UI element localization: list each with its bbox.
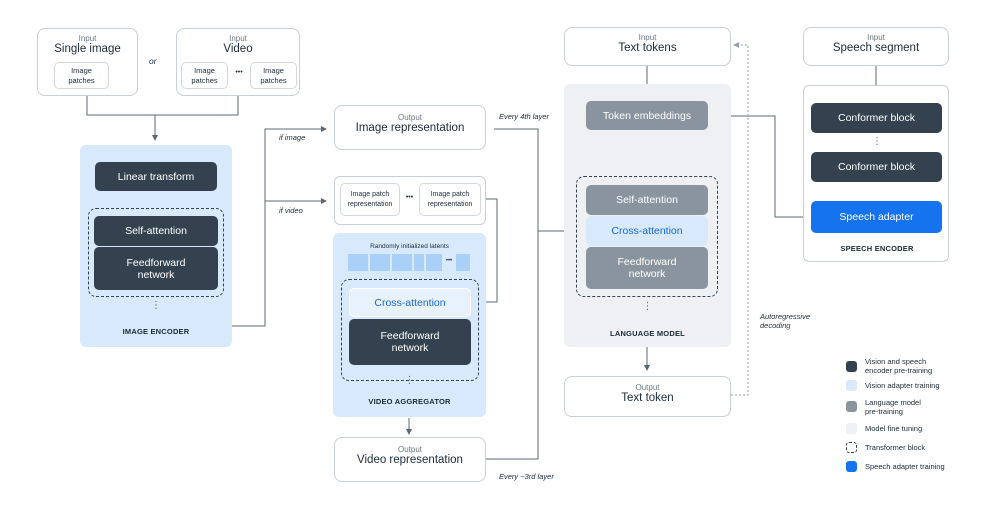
speech-encoder-caption: SPEECH ENCODER (840, 244, 914, 253)
video-aggregator-panel: Randomly initialized latents ••• Cross-a… (333, 233, 486, 417)
legend-label: Vision adapter training (865, 381, 940, 390)
more-conformer-dots: ⋮ (872, 136, 882, 147)
transformer-block (341, 279, 479, 381)
output-title: Text token (621, 392, 674, 404)
conformer-block-2: Conformer block (811, 152, 942, 182)
legend-swatch (846, 442, 857, 453)
token-embeddings-block: Token embeddings (586, 101, 708, 130)
latent-cell (426, 254, 442, 271)
if-image-label: if image (279, 133, 306, 142)
speech-adapter-block: Speech adapter (811, 201, 942, 233)
latent-cell (348, 254, 368, 271)
image-patch-representation-box: Image patch representation (419, 183, 481, 216)
legend-swatch (846, 422, 857, 434)
speech-encoder-panel: Conformer block ⋮ Conformer block Speech… (803, 85, 949, 262)
output-small-label: Output (397, 445, 422, 454)
image-patches-box: Image patches (181, 62, 228, 89)
ellipsis: ••• (235, 69, 243, 76)
more-layers-dots: ⋮ (151, 300, 161, 311)
linear-transform-block: Linear transform (95, 162, 217, 191)
feedforward-label: Feedforward network (617, 256, 677, 280)
patch-rep-label: Image patch representation (427, 190, 473, 208)
ellipsis: ••• (405, 194, 414, 201)
feedforward-block: Feedforward network (586, 247, 708, 289)
latents-label: Randomly initialized latents (370, 243, 449, 250)
latent-cell (370, 254, 390, 271)
input-text-tokens: Input Text tokens (564, 27, 731, 66)
latent-cell (392, 254, 412, 271)
feedforward-block: Feedforward network (94, 247, 218, 290)
legend-item: Model fine tuning (846, 418, 996, 438)
input-speech-segment: Input Speech segment (803, 27, 949, 66)
latent-cell (414, 254, 424, 271)
legend-label: Model fine tuning (865, 423, 923, 433)
autoregressive-decoding-label: Autoregressive decoding (760, 312, 810, 330)
feedforward-block: Feedforward network (349, 319, 471, 365)
output-title: Image representation (355, 122, 465, 134)
image-patches-label: Image patches (191, 65, 218, 85)
language-model-caption: LANGUAGE MODEL (610, 329, 685, 338)
input-single-image: Input Single image Image patches (37, 28, 138, 96)
input-title: Speech segment (832, 42, 920, 54)
cross-attention-block: Cross-attention (349, 288, 471, 317)
legend-swatch (846, 360, 857, 372)
image-patches-label: Image patches (260, 65, 287, 85)
output-small-label: Output (397, 113, 422, 122)
image-patch-representation-box: Image patch representation (340, 183, 400, 216)
video-aggregator-caption: VIDEO AGGREGATOR (368, 397, 451, 406)
if-video-label: if video (279, 206, 303, 215)
input-small-label: Input (229, 34, 247, 43)
cross-attention-block: Cross-attention (586, 216, 708, 246)
language-model-panel: Token embeddings Self-attention Cross-at… (564, 84, 731, 347)
input-title: Video (223, 43, 253, 55)
every-4th-layer-label: Every 4th layer (499, 112, 550, 121)
image-patches-box: Image patches (54, 62, 109, 89)
legend-item: Vision adapter training (846, 376, 996, 395)
transformer-block (576, 176, 718, 297)
more-layers-dots: ⋮ (404, 375, 415, 386)
input-small-label: Input (78, 34, 97, 43)
image-patches-label: Image patches (68, 65, 95, 85)
self-attention-block: Self-attention (586, 185, 708, 215)
autoregressive-text: Autoregressive decoding (760, 312, 811, 330)
legend-item: Vision and speech encoder pre-training (846, 356, 996, 376)
legend-label: Vision and speech encoder pre-training (865, 357, 933, 375)
patch-rep-label: Image patch representation (347, 190, 393, 208)
legend-swatch (846, 401, 857, 412)
every-3rd-layer-label: Every ~3rd layer (499, 472, 554, 481)
input-title: Text tokens (618, 42, 677, 54)
legend-label: Transformer block (865, 443, 926, 452)
legend-label: Speech adapter training (865, 462, 945, 471)
image-patches-box: Image patches (250, 62, 297, 89)
latents-ellipsis: ••• (445, 258, 453, 264)
latent-cell (456, 254, 470, 271)
legend-item: Speech adapter training (846, 457, 996, 476)
video-patch-representations: Image patch representation ••• Image pat… (334, 176, 486, 225)
legend-label: Language model pre-training (865, 397, 921, 416)
conformer-block-1: Conformer block (811, 103, 942, 133)
output-video-representation: Output Video representation (334, 437, 486, 482)
output-title: Video representation (357, 454, 463, 466)
legend-swatch (846, 461, 857, 472)
image-encoder-panel: Linear transform Self-attention Feedforw… (80, 145, 232, 347)
feedforward-label: Feedforward network (380, 330, 440, 354)
self-attention-block: Self-attention (94, 216, 218, 246)
image-encoder-caption: IMAGE ENCODER (122, 327, 190, 336)
output-text-token: Output Text token (564, 376, 731, 417)
legend-item: Language model pre-training (846, 395, 996, 418)
output-image-representation: Output Image representation (334, 105, 486, 150)
input-small-label: Input (638, 33, 657, 42)
input-video: Input Video Image patches ••• Image patc… (176, 28, 300, 96)
input-small-label: Input (867, 33, 885, 42)
transformer-block (88, 208, 224, 297)
legend-swatch (846, 380, 857, 391)
input-title: Single image (54, 43, 121, 55)
more-layers-dots: ⋮ (642, 301, 653, 312)
feedforward-label: Feedforward network (126, 256, 186, 281)
legend-item: Transformer block (846, 438, 996, 457)
output-small-label: Output (635, 383, 660, 392)
or-label: or (149, 56, 157, 66)
